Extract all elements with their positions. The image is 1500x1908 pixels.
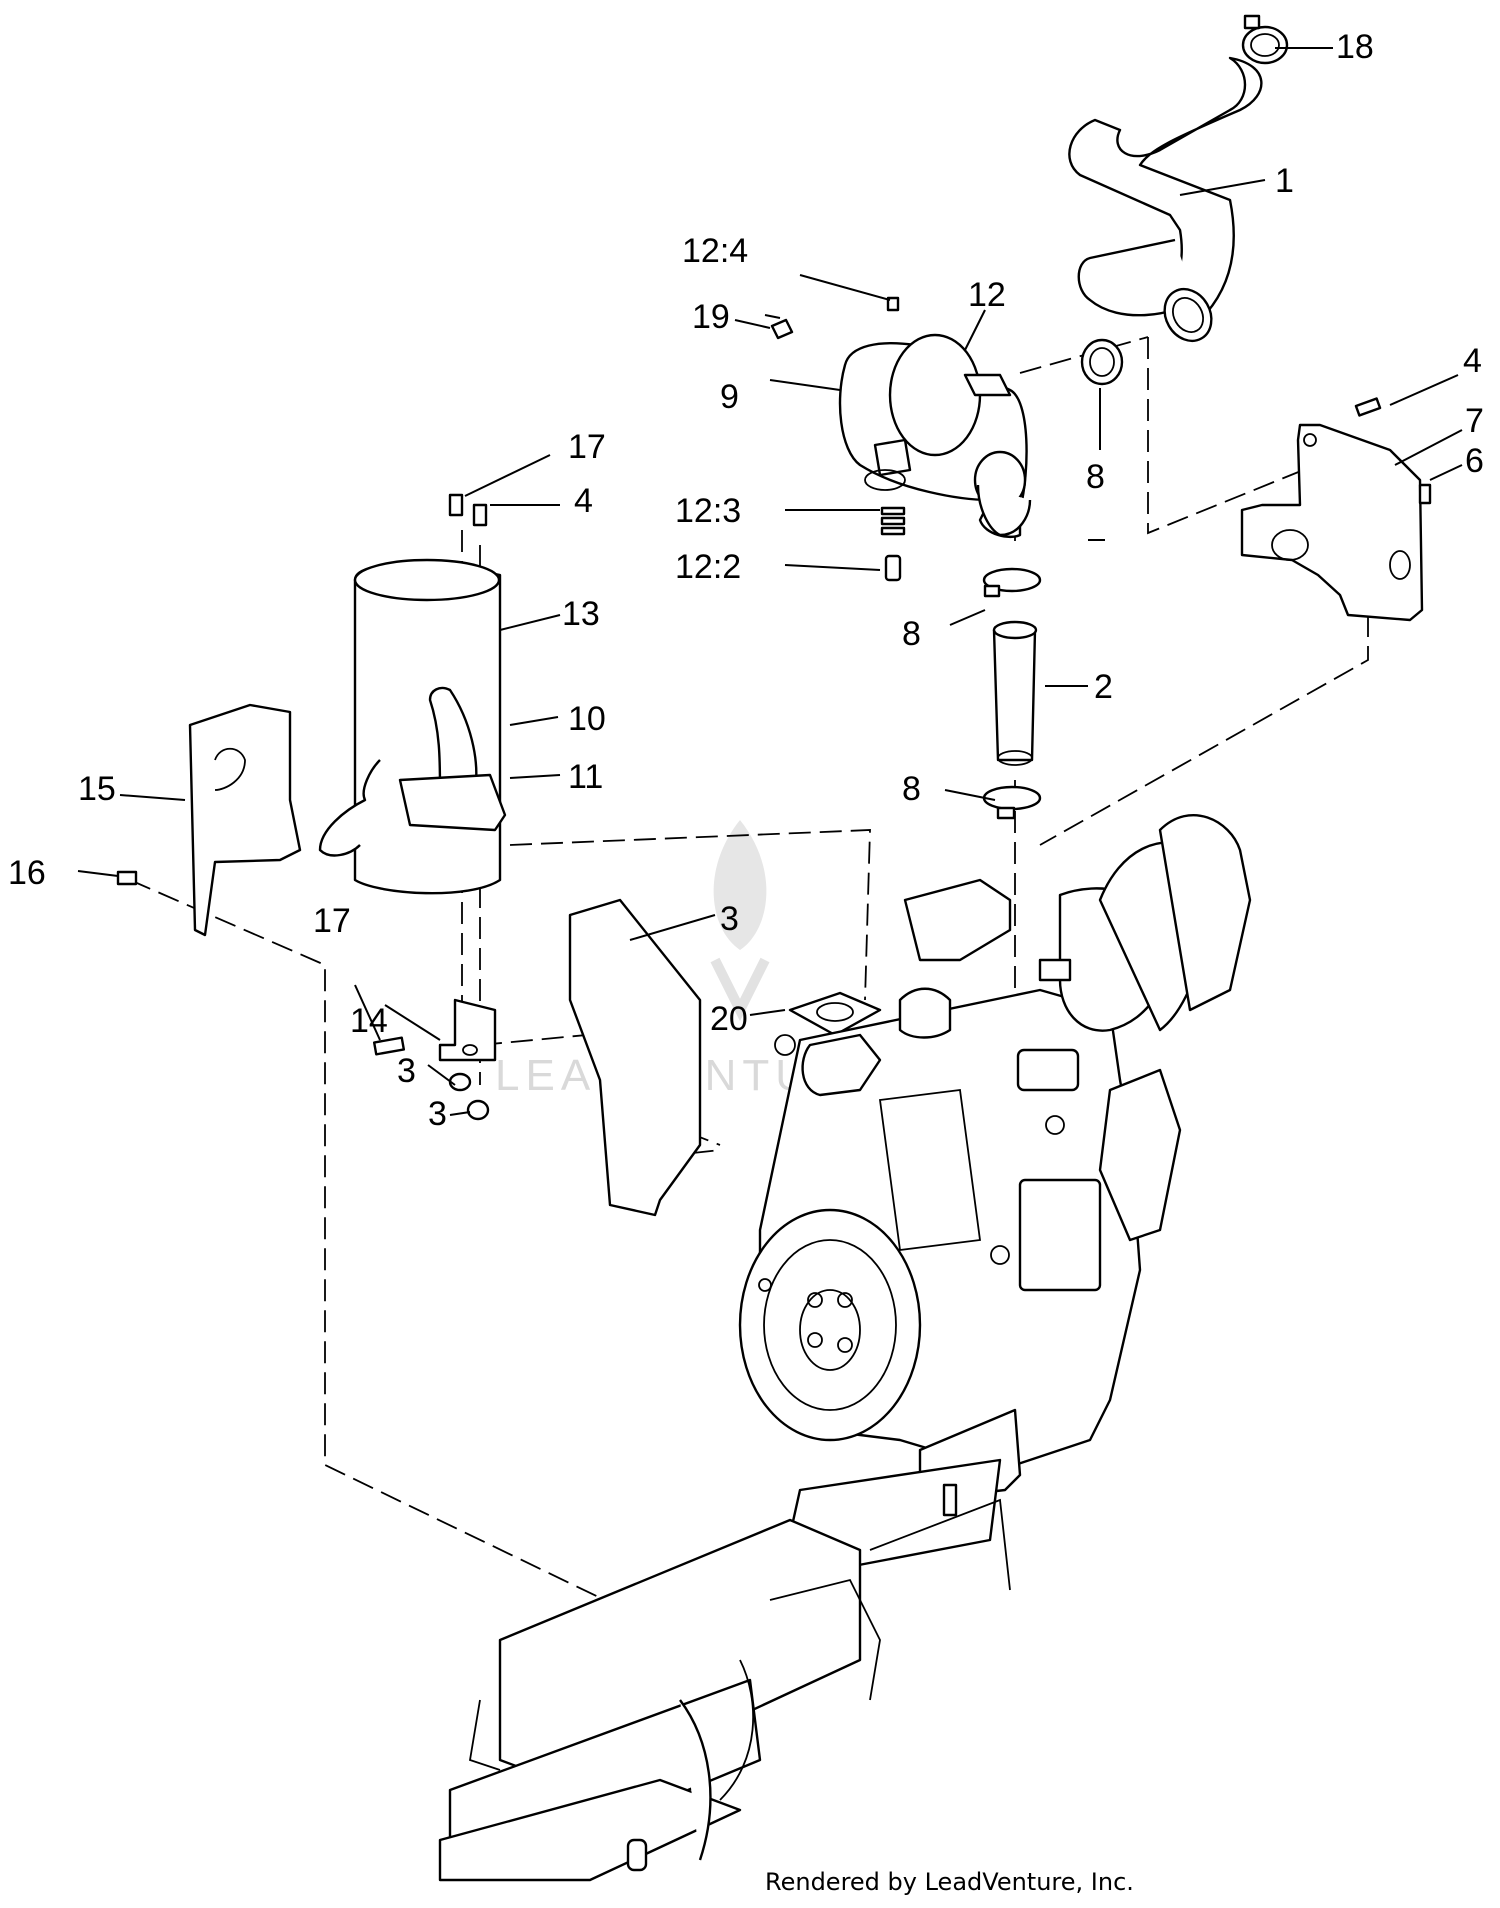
hose-clamps [982, 338, 1124, 820]
callout-13: 13 [562, 595, 600, 633]
callout-11: 11 [568, 758, 603, 796]
callout-17-bottom: 17 [313, 902, 351, 940]
callout-12: 12 [968, 276, 1006, 314]
callout-16: 16 [8, 854, 46, 892]
straight-hose [992, 620, 1038, 766]
callout-2: 2 [1094, 668, 1113, 706]
callout-17-top: 17 [568, 428, 606, 466]
intake-tube [1068, 56, 1263, 343]
engine [568, 813, 1252, 1472]
callout-18: 18 [1336, 28, 1374, 66]
callout-4-right: 4 [1463, 342, 1482, 380]
hanger-hardware [770, 296, 906, 582]
callout-9: 9 [720, 378, 739, 416]
callout-6: 6 [1465, 442, 1484, 480]
callout-12-4: 12:4 [682, 232, 748, 270]
callout-leaders [77, 47, 1463, 1116]
hose-clamp-top [1241, 14, 1289, 65]
callout-10: 10 [568, 700, 606, 738]
muffler [318, 493, 507, 895]
frame [438, 1408, 1022, 1882]
callout-7: 7 [1465, 402, 1484, 440]
callout-8-mid: 8 [902, 615, 921, 653]
callout-15: 15 [78, 770, 116, 808]
bracket-bolts [1354, 397, 1432, 505]
callout-12-2: 12:2 [675, 548, 741, 586]
callout-14: 14 [350, 1002, 388, 1040]
callout-labels: 18 1 12:4 12 19 9 8 4 7 6 12:3 12:2 8 2 … [8, 28, 1484, 1133]
callout-1: 1 [1275, 162, 1294, 200]
render-credit: Rendered by LeadVenture, Inc. [765, 1868, 1134, 1896]
callout-20: 20 [710, 1000, 748, 1038]
callout-8-top: 8 [1086, 458, 1105, 496]
callout-8-bottom: 8 [902, 770, 921, 808]
mounting-bracket [1240, 423, 1424, 622]
callout-3-left-upper: 3 [397, 1052, 416, 1090]
air-cleaner [838, 333, 1032, 539]
callout-19: 19 [692, 298, 730, 336]
callout-4-left: 4 [574, 482, 593, 520]
exhaust-gasket [788, 991, 882, 1037]
heat-shield [116, 703, 302, 937]
callout-3-left-lower: 3 [428, 1095, 447, 1133]
callout-3-center: 3 [720, 900, 739, 938]
callout-12-3: 12:3 [675, 492, 741, 530]
